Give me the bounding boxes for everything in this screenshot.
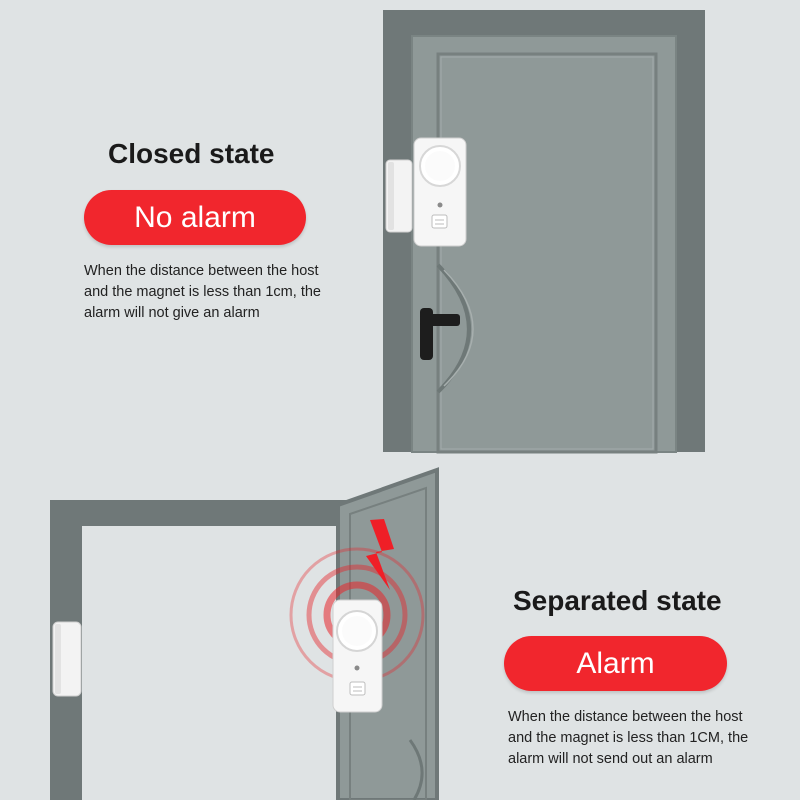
open-door-scene <box>50 467 439 800</box>
bottom-alarm-sensor <box>332 599 383 713</box>
closed-desc-line-1: When the distance between the host <box>84 263 319 279</box>
closed-desc-line-3: alarm will not give an alarm <box>84 305 260 321</box>
alarm-badge: Alarm <box>504 636 727 691</box>
separated-desc-line-3: alarm will not send out an alarm <box>508 751 713 767</box>
separated-state-title: Separated state <box>513 585 722 616</box>
door-handle <box>420 308 460 360</box>
handle-recess <box>436 263 471 394</box>
no-alarm-badge: No alarm <box>84 190 306 245</box>
separated-state-description: When the distance between the host and t… <box>508 707 748 770</box>
closed-desc-line-2: and the magnet is less than 1cm, the <box>84 284 321 300</box>
lightning-icon <box>366 519 394 590</box>
top-alarm-sensor <box>413 137 467 247</box>
separated-desc-line-2: and the magnet is less than 1CM, the <box>508 730 749 746</box>
separated-desc-line-1: When the distance between the host <box>508 709 743 725</box>
closed-state-title: Closed state <box>108 138 275 169</box>
top-door-inset <box>436 52 658 454</box>
closed-door-scene <box>383 10 705 454</box>
door-opening <box>82 526 355 800</box>
closed-state-description: When the distance between the host and t… <box>84 261 321 324</box>
